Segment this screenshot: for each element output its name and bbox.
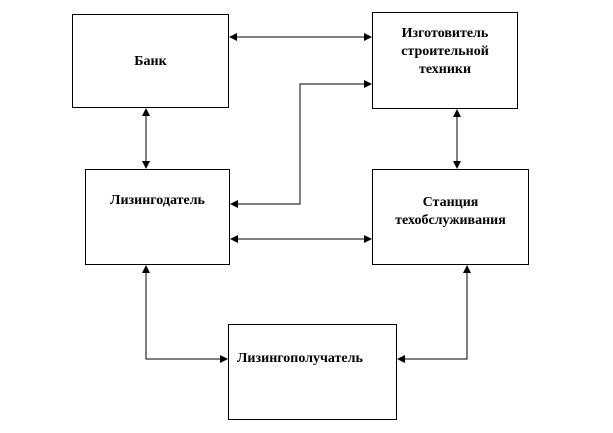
- label-line: техобслуживания: [395, 213, 506, 228]
- label-line: техники: [418, 62, 472, 77]
- label-line: Станция: [422, 195, 479, 210]
- node-lessee-label: Лизингополучатель: [237, 351, 363, 366]
- node-service-station: Станция техобслуживания: [372, 169, 529, 265]
- node-lessee: Лизингополучатель: [228, 324, 397, 420]
- edge-lessor-lessee: [142, 265, 228, 363]
- edge-maker-lessor: [230, 80, 372, 208]
- node-lessor: Лизингодатель: [85, 169, 230, 265]
- label-line: строительной: [401, 44, 489, 59]
- node-bank-label: Банк: [134, 54, 167, 69]
- node-bank: Банк: [72, 14, 229, 108]
- label-line: Изготовитель: [401, 26, 489, 41]
- node-lessor-label: Лизингодатель: [110, 193, 205, 208]
- node-equipment-manufacturer-label: Изготовитель строительной техники: [373, 25, 517, 79]
- edge-station-lessee: [397, 265, 471, 363]
- node-equipment-manufacturer: Изготовитель строительной техники: [372, 12, 518, 109]
- node-service-station-label: Станция техобслуживания: [373, 194, 528, 230]
